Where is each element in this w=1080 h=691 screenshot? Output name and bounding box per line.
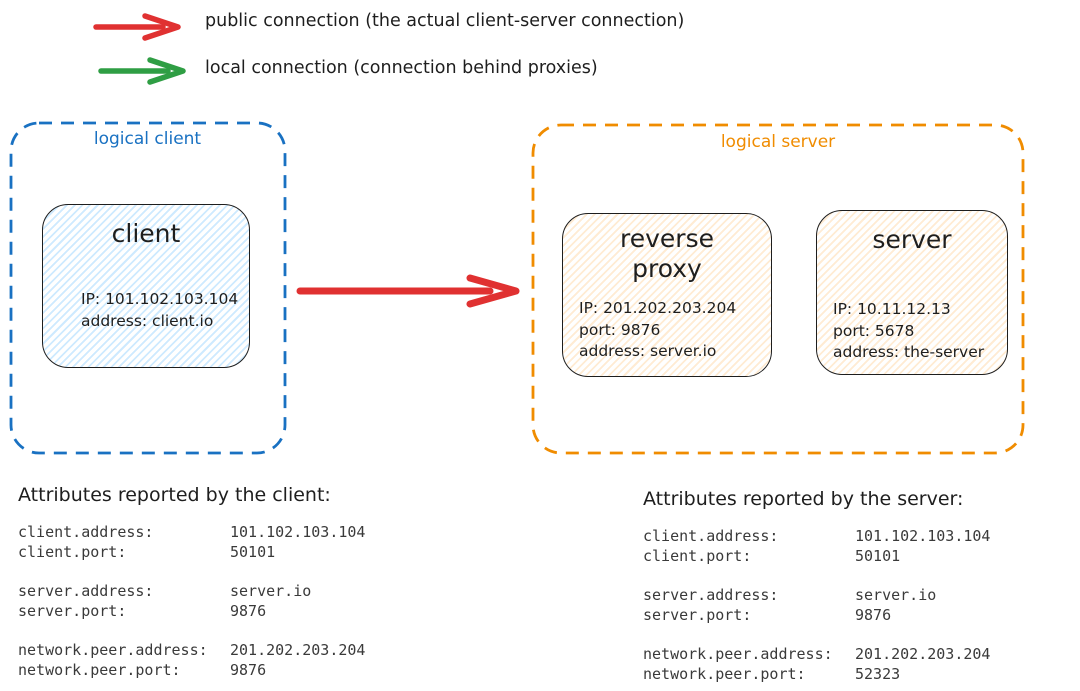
- attr-row: network.peer.address: 201.202.203.204: [18, 641, 365, 661]
- attr-key: network.peer.address:: [18, 641, 208, 659]
- client-to-server-arrow-icon: [296, 274, 520, 308]
- attr-value: 50101: [855, 546, 901, 565]
- attr-row: network.peer.port: 52323: [643, 665, 990, 685]
- server-attributes-title: Attributes reported by the server:: [643, 488, 964, 510]
- attr-key: server.address:: [643, 586, 779, 604]
- reverse-proxy-ip: IP: 201.202.203.204: [579, 299, 737, 317]
- reverse-proxy-address: address: server.io: [579, 342, 717, 360]
- local-connection-arrow-icon: [98, 57, 186, 85]
- server-attributes-block: Attributes reported by the server: clien…: [643, 488, 990, 684]
- attr-value: 9876: [855, 605, 892, 624]
- attr-value: server.io: [855, 586, 937, 604]
- attr-group: client.address: 101.102.103.104 client.p…: [643, 527, 990, 566]
- attr-row: server.port: 9876: [18, 602, 365, 622]
- attr-group: network.peer.address: 201.202.203.204 ne…: [643, 645, 990, 684]
- attr-key: network.peer.port:: [18, 660, 181, 679]
- attr-value: 9876: [230, 660, 267, 679]
- attr-key: server.address:: [18, 582, 154, 600]
- client-attributes-title: Attributes reported by the client:: [18, 484, 331, 506]
- logical-server-label: logical server: [720, 132, 836, 152]
- logical-client-frame: [9, 121, 287, 455]
- attr-key: client.port:: [18, 542, 127, 561]
- client-node-attrs: IP: 101.102.103.104 address: client.io: [81, 289, 238, 332]
- attr-key: server.port:: [643, 605, 752, 624]
- attr-key: network.peer.address:: [643, 645, 833, 663]
- attr-key: server.port:: [18, 601, 127, 620]
- server-node-attrs: IP: 10.11.12.13 port: 5678 address: the-…: [833, 299, 984, 364]
- logical-client-label: logical client: [93, 129, 202, 149]
- server-ip: IP: 10.11.12.13: [833, 300, 951, 318]
- attr-row: server.address: server.io: [18, 582, 365, 602]
- attr-group: server.address: server.io server.port: 9…: [18, 582, 365, 621]
- attr-key: client.address:: [18, 523, 154, 541]
- client-node: client IP: 101.102.103.104 address: clie…: [42, 204, 250, 368]
- server-node-title: server: [872, 225, 952, 254]
- client-ip: IP: 101.102.103.104: [81, 290, 239, 308]
- attr-value: 201.202.203.204: [855, 645, 991, 663]
- attr-row: server.port: 9876: [643, 606, 990, 626]
- attr-value: 50101: [230, 542, 276, 561]
- attr-value: 9876: [230, 601, 267, 620]
- attr-value: 101.102.103.104: [230, 523, 366, 541]
- attr-group: server.address: server.io server.port: 9…: [643, 586, 990, 625]
- reverse-proxy-node-attrs: IP: 201.202.203.204 port: 9876 address: …: [579, 298, 736, 363]
- client-address: address: client.io: [81, 311, 214, 330]
- server-address: address: the-server: [833, 343, 985, 361]
- attr-value: 201.202.203.204: [230, 641, 366, 659]
- attr-key: network.peer.port:: [643, 664, 806, 683]
- client-attributes-block: Attributes reported by the client: clien…: [18, 484, 365, 680]
- attr-value: server.io: [230, 582, 312, 600]
- client-node-title: client: [111, 219, 181, 248]
- attr-value: 101.102.103.104: [855, 527, 991, 545]
- attr-key: client.port:: [643, 546, 752, 565]
- server-port: port: 5678: [833, 321, 915, 340]
- attr-row: server.address: server.io: [643, 586, 990, 606]
- legend-public-connection-label: public connection (the actual client-ser…: [205, 11, 685, 31]
- attr-value: 52323: [855, 664, 901, 683]
- attr-group: network.peer.address: 201.202.203.204 ne…: [18, 641, 365, 680]
- public-connection-arrow-icon: [93, 13, 181, 41]
- legend-local-connection-label: local connection (connection behind prox…: [205, 58, 598, 78]
- attr-row: client.address: 101.102.103.104: [643, 527, 990, 547]
- reverse-proxy-port: port: 9876: [579, 320, 661, 339]
- attr-row: network.peer.address: 201.202.203.204: [643, 645, 990, 665]
- server-node: server IP: 10.11.12.13 port: 5678 addres…: [816, 210, 1008, 375]
- attr-row: client.port: 50101: [643, 547, 990, 567]
- attr-key: client.address:: [643, 527, 779, 545]
- attr-group: client.address: 101.102.103.104 client.p…: [18, 523, 365, 562]
- reverse-proxy-node-title: reverse proxy: [620, 224, 714, 283]
- attr-row: client.address: 101.102.103.104: [18, 523, 365, 543]
- reverse-proxy-node: reverse proxy IP: 201.202.203.204 port: …: [562, 213, 772, 377]
- attr-row: network.peer.port: 9876: [18, 661, 365, 681]
- attr-row: client.port: 50101: [18, 543, 365, 563]
